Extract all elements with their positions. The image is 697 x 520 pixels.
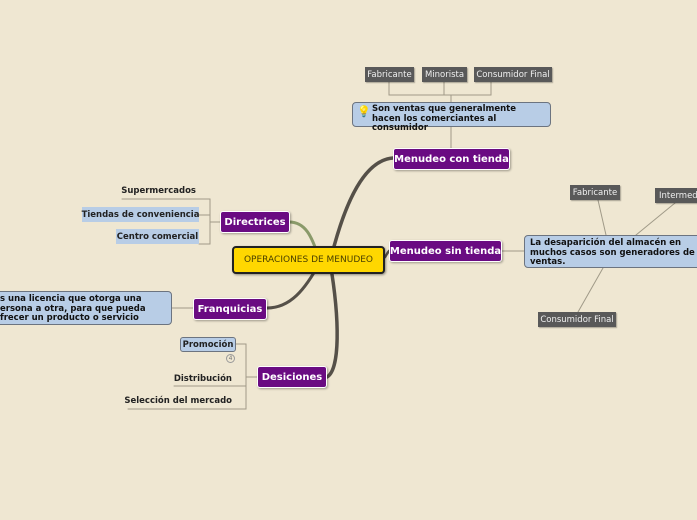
note-menudeo-con-tienda[interactable]: 💡 Son ventas que generalmente hacen los … (352, 102, 551, 133)
note-text: Son ventas que generalmente hacen los co… (372, 104, 517, 133)
topic-menudeo-con-tienda[interactable]: Menudeo con tienda (393, 148, 510, 170)
topic-supermercados[interactable]: Supermercados (121, 186, 196, 196)
topic-intermed[interactable]: Intermed (655, 188, 697, 203)
note-franquicias[interactable]: s una licencia que otorga una ersona a o… (0, 291, 172, 325)
topic-promocion[interactable]: Promoción (180, 337, 236, 352)
topic-franquicias[interactable]: Franquicias (193, 298, 267, 320)
collapsed-count-badge[interactable]: 4 (226, 354, 235, 363)
topic-directrices[interactable]: Directrices (220, 211, 290, 233)
topic-seleccion-del-mercado[interactable]: Selección del mercado (124, 396, 232, 406)
topic-centro-comercial[interactable]: Centro comercial (116, 229, 199, 244)
topic-fabricante-2[interactable]: Fabricante (570, 185, 620, 200)
topic-desiciones[interactable]: Desiciones (257, 366, 327, 388)
lightbulb-icon: 💡 (357, 105, 371, 118)
topic-consumidor-final-2[interactable]: Consumidor Final (538, 312, 616, 327)
topic-minorista[interactable]: Minorista (422, 67, 467, 82)
topic-distribucion[interactable]: Distribución (173, 374, 232, 384)
central-topic[interactable]: OPERACIONES DE MENUDEO (232, 246, 385, 274)
topic-menudeo-sin-tienda[interactable]: Menudeo sin tienda (389, 240, 502, 262)
topic-fabricante[interactable]: Fabricante (365, 67, 414, 82)
note-menudeo-sin-tienda[interactable]: La desaparición del almacén en muchos ca… (524, 235, 697, 268)
topic-consumidor-final[interactable]: Consumidor Final (474, 67, 552, 82)
topic-tiendas-de-conveniencia[interactable]: Tiendas de conveniencia (82, 207, 199, 222)
